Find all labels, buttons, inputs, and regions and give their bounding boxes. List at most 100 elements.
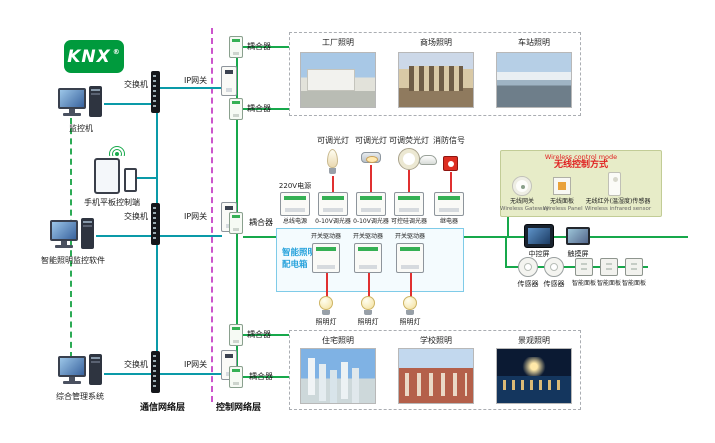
module-label: 0-10V调光器 [353,218,389,225]
application-label: 学校照明 [420,336,452,345]
monitor-icon [50,220,78,241]
field-device-label: 可调荧光灯 [389,136,429,145]
screen-label: 中控屏 [528,250,550,258]
monitor-pc-label: 监控机 [69,124,93,133]
coupler-label: 耦合器 [247,104,271,113]
actuator-label: 开关驱动器 [394,233,425,240]
knx-logo-text: KNX [67,46,111,67]
software-pc-icon [50,218,96,256]
wireless-device-label-en: Wireless infrared sensor [584,206,652,212]
bus-branch-line [243,376,289,378]
power-input-label: 220V电源 [278,182,312,190]
photo-landscape-lighting [496,348,572,404]
module-label: 继电器 [439,218,458,225]
lan-line [160,87,222,89]
application-label: 景观照明 [518,336,550,345]
field-device-label: 可调光灯 [355,136,387,145]
lan-line [104,103,152,105]
wireless-device-label-en: Wireless Gateway [500,206,550,212]
lamp-base [364,310,372,315]
mobile-client-label: 手机平板控制端 [84,198,140,207]
downlight-icon [361,152,381,163]
ip-gateway-label: IP网关 [184,360,208,369]
ethernet-switch-icon [151,203,160,245]
lamp-label: 照明灯 [315,318,337,326]
coupler-icon [229,36,243,58]
switch-label: 交换机 [124,360,148,369]
panel-label: 智能面板 [621,280,646,287]
actuator-label: 开关驱动器 [352,233,383,240]
switch-label: 交换机 [124,212,148,221]
switch-actuator-icon [312,243,340,273]
panel-label: 智能面板 [596,280,621,287]
bus-power-module-icon [280,192,310,216]
phone-icon [124,168,137,192]
coupler-icon [229,212,243,234]
fire-alarm-icon [443,156,458,171]
wireless-device-label-zh: 无线红外(温湿度)传感器 [585,198,651,205]
module-label: 总线电源 [282,218,307,225]
load-wire [332,176,334,192]
wireless-panel-icon [553,177,571,195]
communication-layer-label: 通信网络层 [140,403,186,413]
bus-branch-line [243,236,276,238]
load-wire [370,165,372,192]
coupler-icon [229,98,243,120]
module-label: 0-10V调光器 [315,218,351,225]
switch-label: 交换机 [124,80,148,89]
tablet-icon [94,158,120,194]
wifi-icon [108,146,126,156]
smoke-detector-icon [419,155,437,165]
application-label: 工厂照明 [322,38,354,47]
software-pc-label: 智能照明监控软件 [41,256,105,265]
monitor-pc-icon [58,86,104,124]
wireless-device-label-en: Wireless Panel [543,206,583,212]
load-wire [408,170,410,192]
wireless-sensor-icon [608,172,621,196]
photo-residential-lighting [300,348,376,404]
switch-actuator-icon [396,243,424,273]
application-label: 住宅照明 [322,336,354,345]
lamp-base [406,310,414,315]
coupler-label: 耦合器 [247,42,271,51]
distribution-box-title-2: 配电箱 [282,260,308,270]
photo-factory-lighting [300,52,376,108]
control-layer-label: 控制网络层 [216,403,262,413]
dimmer-module-icon [394,192,424,216]
wireless-title-en: Wireless control mode [544,153,618,161]
photo-school-lighting [398,348,474,404]
lamp-label: 照明灯 [399,318,421,326]
pc-tower-icon [89,86,102,117]
switch-actuator-icon [354,243,382,273]
knx-logo: KNX® [64,40,124,73]
bottom-application-group-box [289,330,581,410]
ethernet-switch-icon [151,71,160,113]
photo-mall-lighting [398,52,474,108]
lamp-icon [403,296,417,310]
bus-branch-line [243,46,289,48]
ethernet-switch-icon [151,351,160,393]
application-label: 车站照明 [518,38,550,47]
lamp-wire [410,273,412,297]
lan-line [104,373,222,375]
screen-label: 触摸屏 [567,250,589,258]
smart-panel-icon [575,258,593,276]
wireless-title-zh: 无线控制方式 [553,160,608,170]
wireless-box-connector-line [507,217,509,237]
management-pc-label: 综合管理系统 [56,392,104,401]
ip-gateway-label: IP网关 [184,212,208,221]
lamp-base [329,168,336,174]
distribution-box-title-1: 智能照明 [282,248,317,258]
field-device-label: 可调光灯 [317,136,349,145]
pc-tower-icon [89,354,102,385]
dimmer-module-icon [356,192,386,216]
monitor-icon [58,88,86,109]
load-wire [450,172,452,192]
field-device-label: 消防信号 [433,136,465,145]
coupler-icon [229,366,243,388]
lan-line [134,177,157,179]
smart-panel-icon [625,258,643,276]
actuator-label: 开关驱动器 [310,233,341,240]
photo-station-lighting [496,52,572,108]
